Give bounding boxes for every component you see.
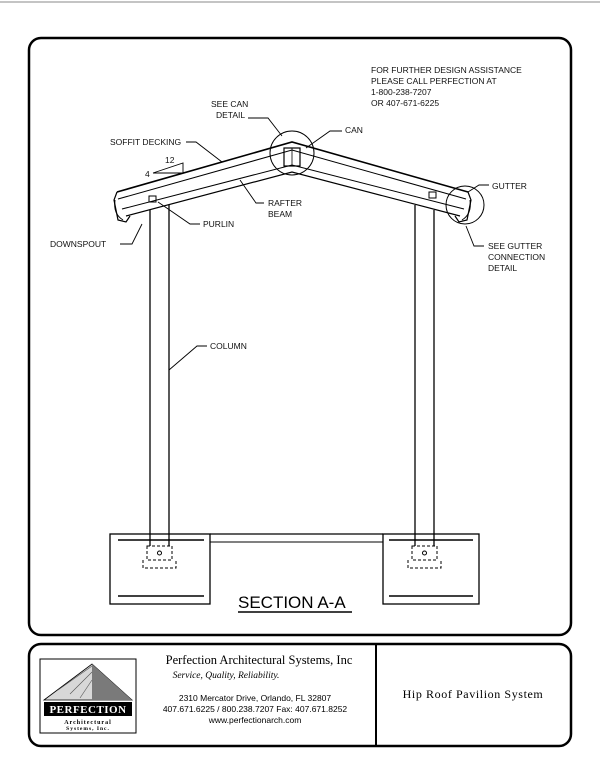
leader-downspout [120, 223, 143, 245]
label-gutter: GUTTER [492, 181, 527, 191]
left-anchor-embed [142, 560, 177, 569]
slope-triangle [152, 162, 184, 174]
leader-gutter [467, 184, 489, 193]
company-tagline: Service, Quality, Reliability. [173, 671, 280, 681]
note-line-1: FOR FURTHER DESIGN ASSISTANCE [371, 65, 522, 75]
title-block: PERFECTION Architectural Systems, Inc. P… [27, 642, 573, 748]
leader-see-gutter [465, 225, 484, 247]
note-line-2: PLEASE CALL PERFECTION AT [371, 76, 497, 86]
company-address: 2310 Mercator Drive, Orlando, FL 32807 [179, 693, 332, 703]
labels: FOR FURTHER DESIGN ASSISTANCE PLEASE CAL… [50, 65, 545, 613]
label-see-gutter-2: CONNECTION [488, 252, 545, 262]
note-line-3: 1-800-238-7207 [371, 87, 432, 97]
right-gutter [461, 199, 471, 221]
left-footing [109, 533, 211, 605]
title-block-frame [27, 642, 573, 748]
logo-sub-2: Systems, Inc. [66, 726, 110, 732]
label-downspout: DOWNSPOUT [50, 239, 106, 249]
right-anchor-embed [407, 560, 442, 569]
note-line-4: OR 407-671-6225 [371, 98, 439, 108]
label-soffit-decking: SOFFIT DECKING [110, 137, 181, 147]
right-anchor-bolt [422, 550, 427, 556]
leader-can [305, 130, 342, 149]
label-column: COLUMN [210, 341, 247, 351]
columns [149, 205, 435, 546]
company-name: Perfection Architectural Systems, Inc [166, 653, 353, 667]
footings [109, 533, 480, 605]
section-title: SECTION A-A [238, 593, 346, 612]
company-phones: 407.671.6225 / 800.238.7207 Fax: 407.671… [163, 704, 348, 714]
label-see-can-1: SEE CAN [211, 99, 248, 109]
leader-column [168, 345, 207, 371]
label-can: CAN [345, 125, 363, 135]
logo-sub-1: Architectural [64, 720, 112, 726]
label-see-gutter-1: SEE GUTTER [488, 241, 542, 251]
leader-see-can [248, 117, 283, 137]
logo-word-plate [44, 702, 132, 716]
right-purlin [428, 191, 437, 199]
can-detail-circle [269, 130, 315, 176]
drawing-frame [27, 36, 573, 637]
logo-roof-shade [92, 664, 132, 700]
left-gutter [114, 199, 124, 221]
label-slope-run: 12 [165, 155, 175, 165]
label-rafter-2: BEAM [268, 209, 292, 219]
label-slope-rise: 4 [145, 169, 150, 179]
roof-structure [113, 130, 485, 225]
right-anchor-plate [411, 545, 438, 561]
logo-border [39, 658, 137, 734]
leader-purlin [157, 201, 200, 225]
leader-lines [120, 117, 489, 371]
label-rafter-1: RAFTER [268, 198, 302, 208]
left-purlin [148, 195, 157, 203]
gutter-detail-circle [445, 185, 485, 225]
leader-rafter-beam [239, 179, 264, 204]
label-see-can-2: DETAIL [216, 110, 245, 120]
left-anchor-plate [146, 545, 173, 561]
right-footing [382, 533, 480, 605]
label-see-gutter-3: DETAIL [488, 263, 517, 273]
company-logo: PERFECTION Architectural Systems, Inc. [39, 658, 137, 734]
leader-soffit [186, 141, 223, 163]
label-purlin: PURLIN [203, 219, 234, 229]
left-anchor-bolt [157, 550, 162, 556]
logo-word: PERFECTION [49, 704, 126, 716]
rafter-beam-bottom [125, 171, 461, 217]
drawing-title: Hip Roof Pavilion System [403, 687, 544, 701]
right-eave [454, 191, 472, 223]
left-eave [113, 191, 131, 223]
soffit-decking-top [116, 141, 469, 193]
company-website: www.perfectionarch.com [208, 715, 302, 725]
